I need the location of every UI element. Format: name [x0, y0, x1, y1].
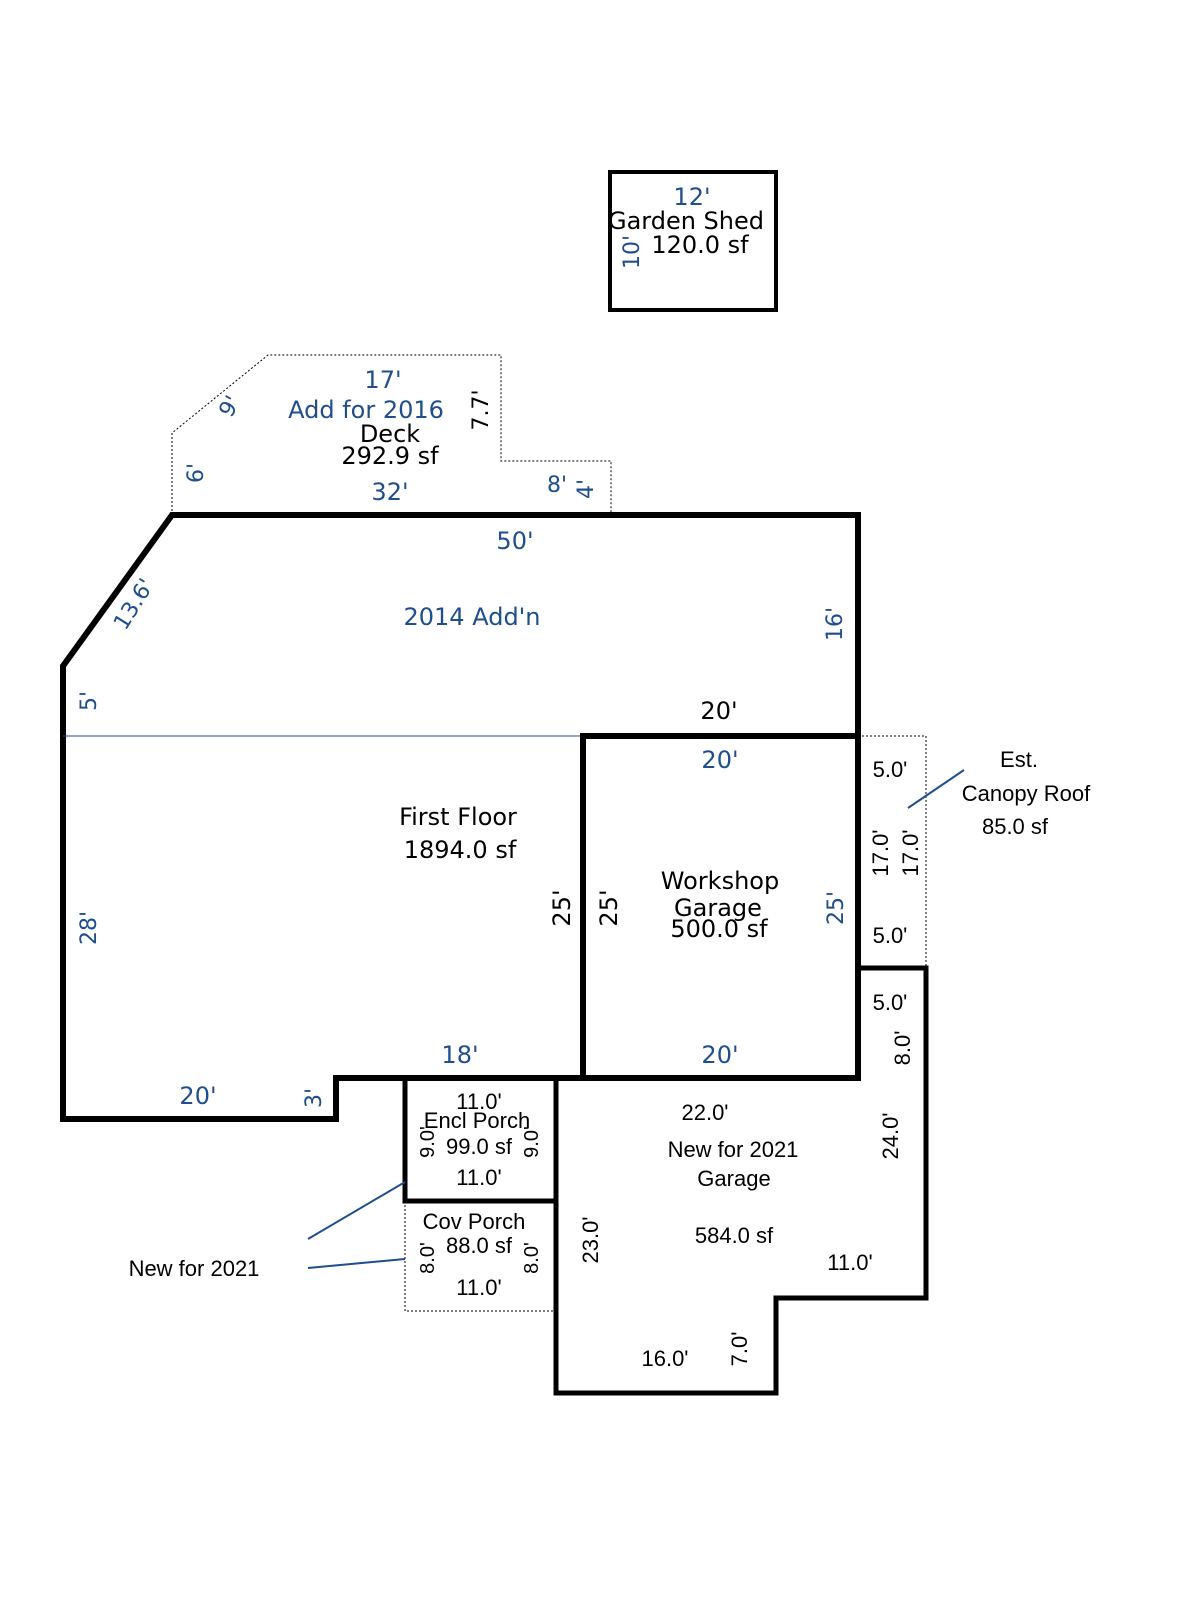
encl-porch-area: 99.0 sf: [446, 1134, 513, 1159]
first-floor-dim-right: 25': [548, 889, 576, 926]
new-garage-dim-bottom: 16.0': [641, 1346, 688, 1371]
new-garage-area: 584.0 sf: [695, 1223, 774, 1248]
deck-note: Add for 2016: [288, 396, 444, 424]
deck-dim-bottom: 32': [371, 478, 408, 506]
cov-porch-dim-bottom: 11.0': [456, 1275, 501, 1300]
first-floor-dim-left: 28': [77, 911, 102, 945]
deck-dim-step-bottom: 8': [547, 473, 567, 498]
new-garage-dim-top: 22.0': [681, 1100, 728, 1125]
encl-porch-dim-left: 9.0': [417, 1126, 439, 1158]
new-garage-dim-right: 24.0': [878, 1112, 903, 1159]
deck-dim-step: 7.7': [469, 389, 494, 430]
cov-porch-outline: [404, 1201, 556, 1312]
deck-dim-diag: 9': [215, 392, 247, 422]
workshop-area: 500.0 sf: [670, 915, 768, 943]
canopy-dim-top: 5.0': [873, 757, 908, 782]
canopy-dim-left: 17.0': [868, 829, 893, 876]
encl-porch-dim-right: 9.0': [521, 1126, 543, 1158]
workshop-title-2: Garage: [674, 894, 762, 922]
encl-porch-title: Encl Porch: [424, 1108, 530, 1133]
shed-area: 120.0 sf: [651, 231, 749, 259]
canopy-label-2: Canopy Roof: [962, 781, 1091, 806]
canopy-label-1: Est.: [1000, 747, 1038, 772]
deck-title: Deck: [360, 420, 420, 448]
workshop-dim-top: 20': [701, 746, 738, 774]
cov-porch-title: Cov Porch: [423, 1209, 526, 1234]
deck-dim-step-right: 4': [574, 479, 599, 499]
first-floor-area: 1894.0 sf: [404, 836, 517, 864]
addn-dim-bottom: 20': [700, 697, 737, 725]
addn-dim-right: 16': [823, 607, 848, 641]
encl-porch-dim-top: 11.0': [456, 1089, 501, 1114]
garden-shed-outline: [608, 170, 778, 312]
addn-dim-left: 5': [77, 691, 102, 711]
cov-porch-dim-right: 8.0': [521, 1242, 543, 1274]
deck-dim-left: 6': [184, 463, 209, 483]
canopy-outline: [858, 735, 927, 968]
new-garage-dim-step-vert: 7.0': [727, 1332, 752, 1367]
new-garage-dim-left: 23.0': [578, 1216, 603, 1263]
first-floor-dim-bottom-right: 18': [441, 1041, 478, 1069]
new-garage-title: Garage: [697, 1166, 770, 1191]
new-garage-dim-step: 11.0': [827, 1250, 872, 1275]
canopy-leader-line: [907, 769, 965, 809]
first-floor-dim-notch: 3': [302, 1088, 327, 1108]
main-house-outline: [60, 512, 861, 1122]
first-floor-dim-bottom-left: 20': [179, 1082, 216, 1110]
shed-title: Garden Shed: [608, 207, 764, 235]
new-garage-dim-top-right: 5.0': [873, 990, 908, 1015]
callout-new-2021: New for 2021: [129, 1256, 260, 1281]
encl-porch-leader-line: [307, 1181, 406, 1240]
new-garage-outline: [553, 965, 929, 1396]
addn-dim-diag: 13.6': [109, 575, 159, 635]
deck-area: 292.9 sf: [341, 442, 439, 470]
addn-title: 2014 Add'n: [404, 603, 541, 631]
canopy-dim-bottom: 5.0': [873, 923, 908, 948]
encl-porch-dim-bottom: 11.0': [456, 1165, 501, 1190]
first-floor-title: First Floor: [399, 803, 517, 831]
new-garage-dim-right-upper: 8.0': [890, 1031, 915, 1066]
shed-dim-side: 10': [620, 235, 645, 269]
cov-porch-leader-line: [307, 1258, 406, 1269]
new-garage-note: New for 2021: [668, 1137, 799, 1162]
canopy-dim-right: 17.0': [898, 829, 923, 876]
workshop-dim-left: 25': [595, 889, 623, 926]
workshop-dim-right: 25': [824, 891, 849, 925]
canopy-area: 85.0 sf: [982, 814, 1049, 839]
workshop-title-1: Workshop: [661, 867, 779, 895]
cov-porch-dim-left: 8.0': [417, 1242, 439, 1274]
workshop-dim-bottom: 20': [701, 1041, 738, 1069]
addn-dim-top: 50': [496, 527, 533, 555]
deck-dim-top: 17': [364, 366, 401, 394]
deck-outline: [171, 354, 612, 515]
shed-dim-top: 12': [673, 183, 710, 211]
cov-porch-area: 88.0 sf: [446, 1233, 513, 1258]
